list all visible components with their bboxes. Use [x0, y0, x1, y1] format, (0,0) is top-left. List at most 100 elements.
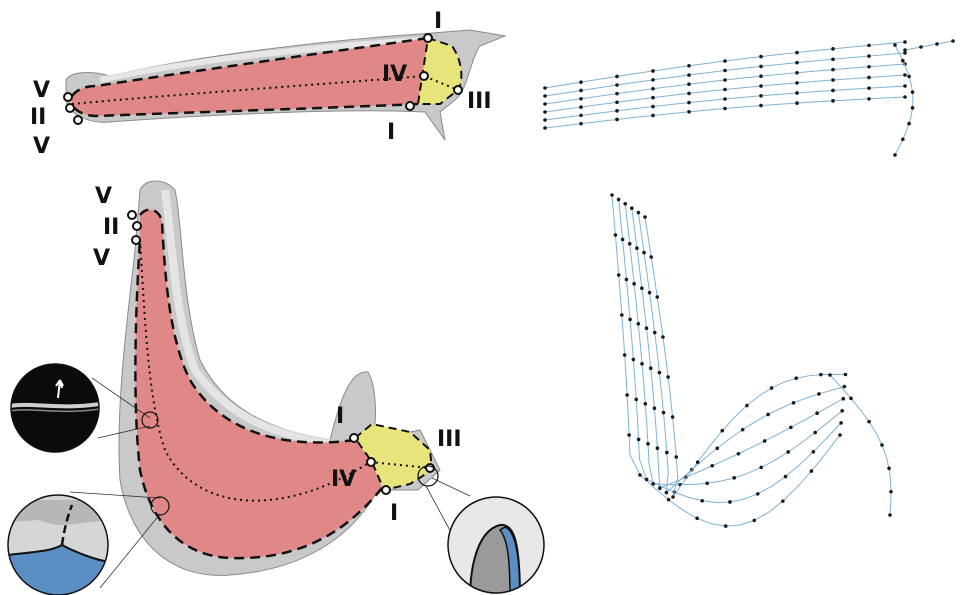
mesh-node	[786, 450, 790, 454]
bottom-label-iv: IV	[331, 467, 356, 492]
mesh-node	[627, 433, 631, 437]
inset-surface-right	[448, 497, 544, 595]
mesh-node	[792, 401, 796, 405]
mesh-node	[723, 88, 727, 92]
mesh-node	[732, 476, 736, 480]
mesh-node	[831, 47, 835, 51]
mesh-node	[640, 362, 644, 366]
inset3-connector-a	[432, 478, 470, 496]
mesh-node	[759, 104, 763, 108]
mesh-node	[651, 96, 655, 100]
mesh-bottom-line	[619, 199, 842, 502]
mesh-node	[741, 428, 745, 432]
mesh-node	[810, 469, 814, 473]
top-landmark-ii	[66, 104, 74, 112]
mesh-node	[636, 322, 640, 326]
mesh-node	[828, 373, 832, 377]
mesh-node	[687, 82, 691, 86]
mesh-node	[625, 278, 629, 282]
mesh-node	[620, 313, 624, 317]
mesh-node	[781, 499, 785, 503]
mesh-node	[715, 446, 719, 450]
mesh-node	[543, 94, 547, 98]
mesh-node	[687, 73, 691, 77]
inset-ct-slice	[10, 364, 100, 452]
mesh-node	[614, 233, 618, 237]
mesh-node	[700, 499, 704, 503]
mesh-node	[759, 55, 763, 59]
mesh-node	[645, 478, 649, 482]
top-landmark-iv	[420, 72, 428, 80]
mesh-node	[653, 331, 657, 335]
mesh-node	[579, 114, 583, 118]
mesh-node	[655, 295, 659, 299]
bottom-landmark-iv	[367, 458, 375, 466]
mesh-node	[615, 83, 619, 87]
mesh-node	[632, 282, 636, 286]
mesh-node	[752, 519, 756, 523]
mesh-node	[901, 137, 905, 141]
mesh-node	[770, 386, 774, 390]
mesh-node	[951, 39, 955, 43]
mesh-node	[720, 429, 724, 433]
mesh-node	[543, 86, 547, 90]
mesh-node	[667, 498, 671, 502]
mesh-node	[640, 286, 644, 290]
mesh-node	[911, 106, 915, 110]
mesh-node	[651, 87, 655, 91]
mesh-node	[617, 273, 621, 277]
mesh-node	[817, 392, 821, 396]
mesh-node	[867, 54, 871, 58]
mesh-node	[813, 431, 817, 435]
bottom-landmark-v2	[132, 236, 140, 244]
mesh-node	[867, 420, 871, 424]
mesh-node	[653, 406, 657, 410]
top-landmark-i1	[424, 34, 432, 42]
mesh-node	[759, 84, 763, 88]
mesh-node	[543, 118, 547, 122]
mesh-node	[795, 51, 799, 55]
mesh-node	[615, 109, 619, 113]
mesh-node	[687, 110, 691, 114]
bottom-landmark-iii	[426, 464, 434, 472]
mesh-node	[644, 402, 648, 406]
mesh-node	[656, 446, 660, 450]
mesh-node	[651, 69, 655, 73]
top-label-iii: III	[467, 89, 492, 114]
mesh-node	[887, 467, 891, 471]
bottom-label-v-bottom: V	[93, 246, 110, 271]
mesh-node	[579, 89, 583, 93]
mesh-node	[840, 409, 844, 413]
mesh-node	[831, 57, 835, 61]
mesh-node	[839, 421, 843, 425]
mesh-node	[710, 464, 714, 468]
mesh-node	[867, 97, 871, 101]
top-label-v-top: V	[33, 78, 50, 103]
mesh-node	[705, 481, 709, 485]
mesh-node	[649, 255, 653, 259]
mesh-node	[635, 246, 639, 250]
mesh-node	[795, 101, 799, 105]
top-left-bone-panel: V II V IV I I III	[30, 9, 505, 159]
mesh-node	[687, 92, 691, 96]
mesh-node	[784, 475, 788, 479]
mesh-node	[543, 110, 547, 114]
mesh-top-line	[545, 97, 905, 128]
mesh-node	[919, 45, 923, 49]
mesh-node	[723, 69, 727, 73]
mesh-node	[843, 385, 847, 389]
mesh-node	[831, 78, 835, 82]
mesh-node	[658, 486, 662, 490]
mesh-node	[759, 466, 763, 470]
mesh-node	[889, 490, 893, 494]
mesh-node	[831, 99, 835, 103]
mesh-node	[880, 443, 884, 447]
mesh-node	[637, 438, 641, 442]
mesh-node	[812, 450, 816, 454]
inset2-connector-b	[100, 514, 160, 588]
bottom-label-ii: II	[103, 215, 119, 240]
bottom-landmark-i1	[350, 434, 358, 442]
mesh-node	[815, 411, 819, 415]
mesh-node	[543, 102, 547, 106]
